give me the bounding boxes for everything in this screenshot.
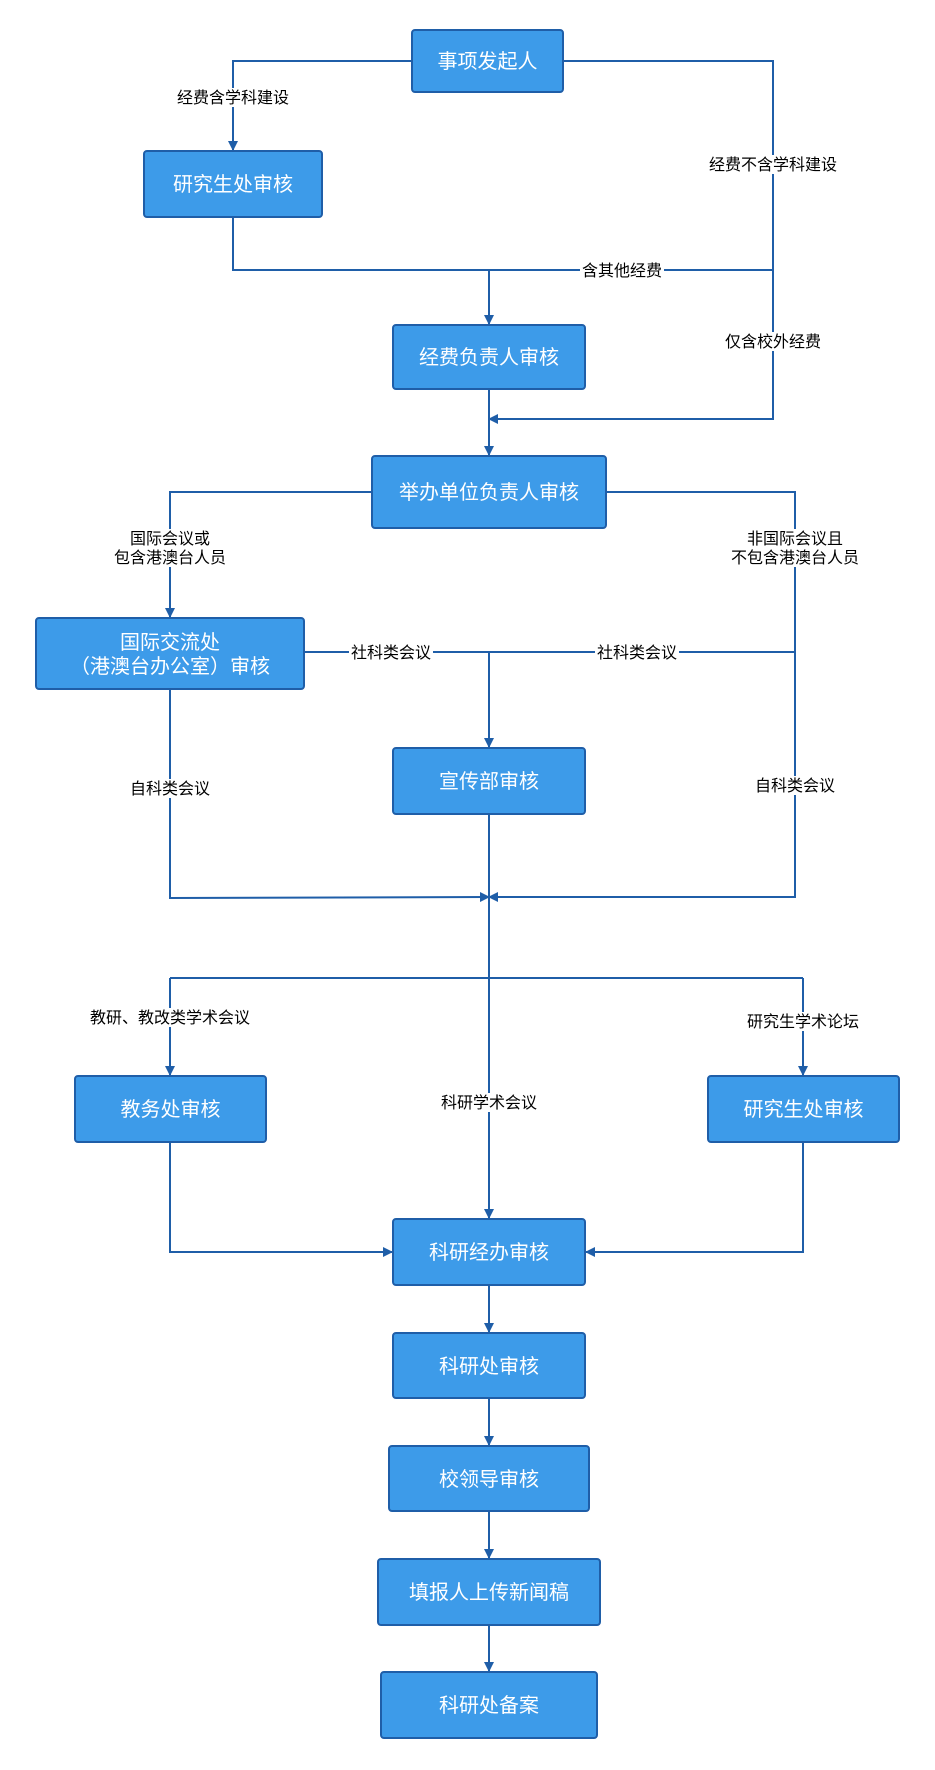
- label-non-intl-no-hmt: 非国际会议且 不包含港澳台人员: [728, 529, 862, 567]
- edge-host-right-branch: [488, 491, 796, 902]
- node-propaganda: 宣传部审核: [392, 747, 586, 815]
- node-intl-office-line2: （港澳台办公室）审核: [70, 653, 270, 678]
- label-grad-forum: 研究生学术论坛: [744, 1012, 862, 1031]
- edge-grad-office-merge: [232, 218, 773, 271]
- node-grad-office-bottom: 研究生处审核: [707, 1075, 900, 1143]
- node-upload-news: 填报人上传新闻稿: [377, 1558, 601, 1626]
- edge-host-to-intl: [165, 491, 371, 618]
- label-intl-or-hmt: 国际会议或 包含港澳台人员: [111, 529, 229, 567]
- edge-academic-to-funding: [169, 1143, 393, 1257]
- node-fund-owner: 经费负责人审核: [392, 324, 586, 390]
- node-academic-affairs: 教务处审核: [74, 1075, 267, 1143]
- label-other-funds: 含其他经费: [579, 261, 665, 280]
- node-initiator: 事项发起人: [411, 29, 564, 93]
- node-intl-office-line1: 国际交流处: [120, 629, 220, 654]
- label-social-science-right: 社科类会议: [594, 643, 680, 662]
- edge-grad-bottom-to-funding: [585, 1143, 804, 1257]
- node-intl-office: 国际交流处 （港澳台办公室）审核: [35, 617, 305, 690]
- label-natural-science-right: 自科类会议: [752, 776, 838, 795]
- node-grad-office-top: 研究生处审核: [143, 150, 323, 218]
- edge-initiator-to-grad-office: [228, 60, 411, 151]
- label-fund-with-discipline: 经费含学科建设: [174, 88, 292, 107]
- node-host-unit: 举办单位负责人审核: [371, 455, 607, 529]
- node-school-leader: 校领导审核: [388, 1445, 590, 1512]
- edge-right-social-science: [484, 651, 795, 748]
- node-research-funding: 科研经办审核: [392, 1218, 586, 1286]
- edge-intl-natural-science: [169, 690, 490, 903]
- label-social-science-left: 社科类会议: [348, 643, 434, 662]
- label-research-academic: 科研学术会议: [438, 1093, 540, 1112]
- label-fund-without-discipline: 经费不含学科建设: [706, 155, 840, 174]
- edge-initiator-right-branch: [488, 60, 774, 424]
- label-teaching-research: 教研、教改类学术会议: [87, 1008, 253, 1027]
- node-research-record: 科研处备案: [380, 1671, 598, 1739]
- label-natural-science-left: 自科类会议: [127, 779, 213, 798]
- node-research-office: 科研处审核: [392, 1332, 586, 1399]
- label-only-external-funds: 仅含校外经费: [722, 332, 824, 351]
